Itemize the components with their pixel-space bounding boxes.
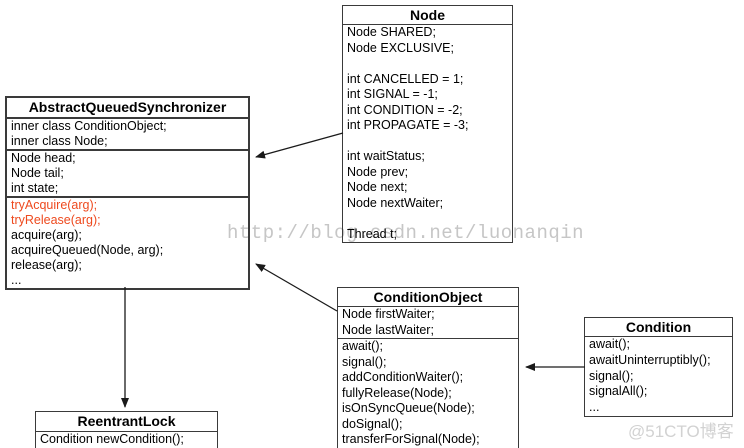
node-members-compartment: Node SHARED; Node EXCLUSIVE; int CANCELL… — [343, 25, 512, 242]
class-member-row: Node SHARED; — [347, 25, 436, 39]
class-method-row: ... — [11, 273, 22, 287]
conditionobject-methods-compartment: await(); signal(); addConditionWaiter();… — [338, 338, 518, 448]
class-method-row: doSignal(); — [342, 416, 403, 431]
class-member-row: int waitStatus; — [347, 149, 425, 163]
class-title-reentrantlock: ReentrantLock — [36, 412, 217, 432]
arrow-conditionobject-to-aqs — [255, 263, 338, 312]
class-member-row: Thread t; — [347, 226, 398, 241]
class-box-abstractqueuedsynchronizer: AbstractQueuedSynchronizer inner class C… — [5, 96, 250, 290]
class-title-node: Node — [343, 6, 512, 25]
class-box-node: Node Node SHARED; Node EXCLUSIVE; int CA… — [342, 5, 513, 243]
class-member-row: int PROPAGATE = -3; — [347, 118, 469, 132]
class-member-row: int state; — [11, 181, 59, 195]
class-box-condition: Condition await(); awaitUninterruptibly(… — [584, 317, 733, 417]
class-method-row: transferForSignal(Node); — [342, 432, 480, 446]
class-member-row — [343, 211, 512, 227]
class-title-conditionobject: ConditionObject — [338, 288, 518, 307]
aqs-fields-compartment: Node head; Node tail; int state; — [7, 149, 248, 196]
class-method-row: await(); — [342, 339, 383, 353]
watermark-51cto-badge: @51CTO博客 — [628, 422, 734, 441]
class-method-row: await(); — [589, 337, 630, 351]
class-method-row: isOnSyncQueue(Node); — [342, 401, 475, 415]
class-member-row: int CONDITION = -2; — [347, 102, 463, 117]
class-method-row: addConditionWaiter(); — [342, 370, 464, 384]
class-member-row: Node EXCLUSIVE; — [347, 40, 454, 55]
conditionobject-fields-compartment: Node firstWaiter; Node lastWaiter; — [338, 307, 518, 338]
class-method-row: ... — [589, 400, 600, 415]
aqs-inner-classes-compartment: inner class ConditionObject; inner class… — [7, 119, 248, 149]
class-method-row: signal(); — [589, 368, 634, 383]
class-box-conditionobject: ConditionObject Node firstWaiter; Node l… — [337, 287, 519, 448]
class-method-row-highlighted: tryAcquire(arg); — [11, 198, 98, 212]
class-member-row — [343, 56, 512, 72]
class-method-row: acquire(arg); — [11, 228, 82, 242]
class-member-row: Node lastWaiter; — [342, 322, 434, 337]
class-member-row: Node tail; — [11, 166, 64, 180]
class-member-row: Node head; — [11, 151, 76, 165]
class-method-row: signalAll(); — [589, 384, 648, 399]
class-member-row: inner class Node; — [11, 134, 108, 148]
class-member-row: inner class ConditionObject; — [11, 119, 167, 133]
class-member-row: Condition newCondition(); — [40, 432, 184, 446]
condition-methods-compartment: await(); awaitUninterruptibly(); signal(… — [585, 337, 732, 416]
class-member-row: Node next; — [347, 180, 408, 194]
class-title-condition: Condition — [585, 318, 732, 337]
class-member-row: int CANCELLED = 1; — [347, 71, 464, 86]
class-member-row: Node prev; — [347, 164, 409, 179]
class-method-row: signal(); — [342, 354, 387, 369]
class-member-row — [343, 134, 512, 150]
class-method-row: acquireQueued(Node, arg); — [11, 243, 164, 257]
reentrantlock-members-compartment: Condition newCondition(); — [36, 432, 217, 448]
class-member-row: Node firstWaiter; — [342, 307, 435, 321]
class-box-reentrantlock: ReentrantLock Condition newCondition(); — [35, 411, 218, 448]
class-method-row: release(arg); — [11, 258, 82, 272]
class-title-abstractqueuedsynchronizer: AbstractQueuedSynchronizer — [7, 98, 248, 119]
class-method-row: awaitUninterruptibly(); — [589, 352, 711, 367]
aqs-methods-compartment: tryAcquire(arg); tryRelease(arg); acquir… — [7, 196, 248, 288]
class-member-row: int SIGNAL = -1; — [347, 87, 438, 101]
arrow-node-to-aqs — [255, 132, 344, 159]
class-method-row-highlighted: tryRelease(arg); — [11, 213, 101, 227]
class-member-row: Node nextWaiter; — [347, 195, 444, 210]
class-method-row: fullyRelease(Node); — [342, 385, 452, 400]
